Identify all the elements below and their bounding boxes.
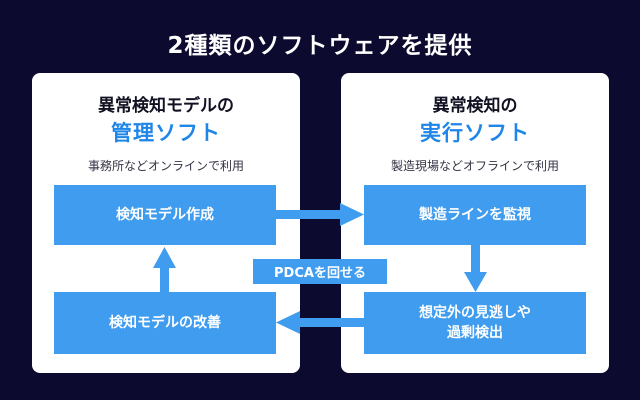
step-detect-label-line2: 過剰検出 [447,325,503,341]
execution-panel-accent: 実行ソフト [420,121,530,145]
management-panel-accent: 管理ソフト [111,121,221,145]
management-panel-description: 事務所などオンラインで利用 [87,159,244,173]
step-create-label: 検知モデル作成 [116,206,214,223]
diagram-title: 2種類のソフトウェアを提供 [167,33,473,59]
step-improve-model: 検知モデルの改善 [54,292,276,354]
management-panel-heading: 異常検知モデルの [98,96,234,116]
arrow-create-to-monitor [276,203,364,226]
arrow-detect-to-improve [276,311,364,334]
arrow-improve-to-create [153,247,176,292]
step-create-model: 検知モデル作成 [54,185,276,245]
step-monitor-label: 製造ラインを監視 [419,206,531,223]
pdca-cycle-label: PDCAを回せる [253,259,387,284]
arrow-monitor-to-detect [464,245,487,292]
step-detect-label-line1: 想定外の見逃しや [419,304,531,321]
step-improve-label: 検知モデルの改善 [109,314,221,331]
step-detect-issues: 想定外の見逃しや 過剰検出 [364,292,586,354]
execution-panel-description: 製造現場などオフラインで利用 [390,159,559,173]
execution-panel-heading: 異常検知の [432,96,518,116]
step-monitor-line: 製造ラインを監視 [364,185,586,245]
